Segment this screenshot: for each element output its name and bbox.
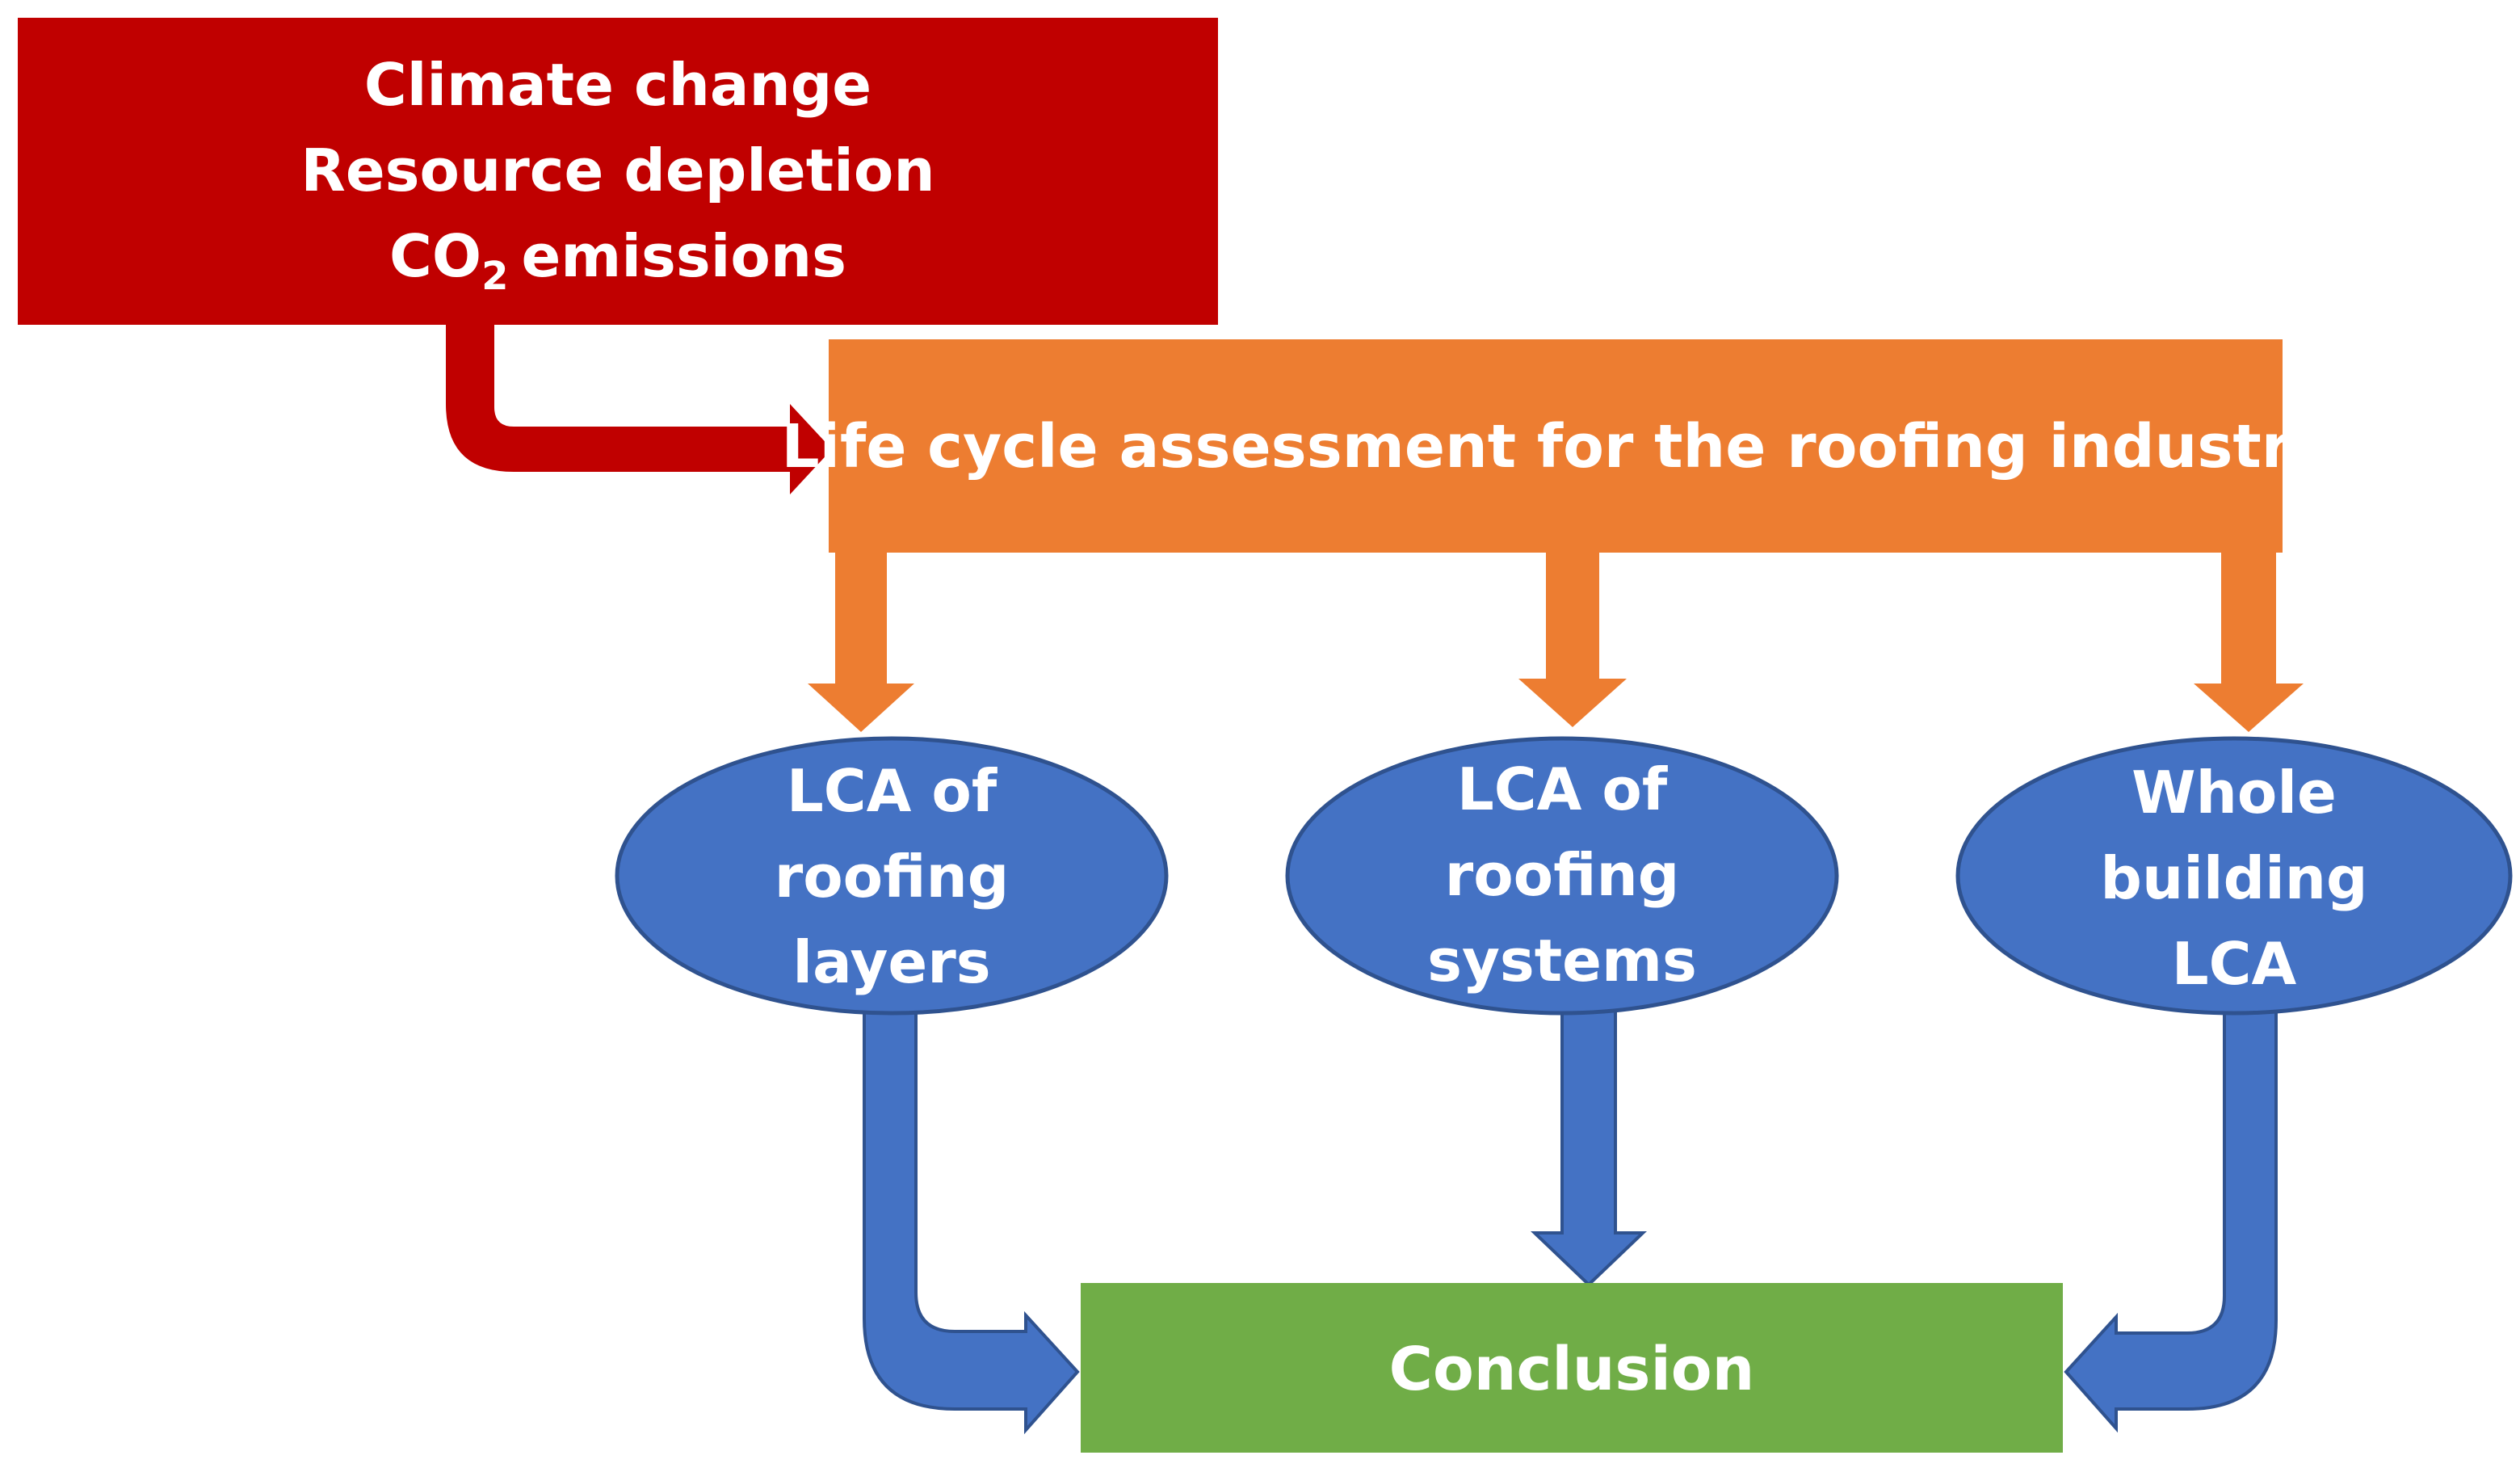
whole-building-line-2: building xyxy=(2100,844,2367,912)
conclusion-box xyxy=(1081,1283,2063,1453)
drivers-box xyxy=(18,18,1218,325)
layers-line-3: layers xyxy=(792,928,990,996)
systems-ellipse xyxy=(1285,736,1839,1016)
drivers-line-co2: CO2 emissions xyxy=(389,222,846,299)
layers-ellipse xyxy=(615,736,1169,1016)
co2-base: CO xyxy=(389,222,481,290)
lca-roofing-label: Life cycle assessment for the roofing in… xyxy=(782,412,2330,482)
co2-emissions: emissions xyxy=(521,222,846,290)
whole-building-line-3: LCA xyxy=(2172,930,2297,998)
whole-building-ellipse xyxy=(1955,736,2513,1016)
drivers-to-lca-arrow xyxy=(446,325,832,494)
systems-to-conclusion-arrow xyxy=(1531,1008,1647,1287)
conclusion-label: Conclusion xyxy=(1389,1335,1755,1404)
whole-building-line-1: Whole xyxy=(2132,759,2337,827)
lca-to-systems-arrow xyxy=(1518,553,1627,727)
whole-building-to-conclusion-arrow xyxy=(2064,1008,2278,1433)
drivers-line-resource: Resource depletion xyxy=(300,137,934,204)
layers-line-2: roofing xyxy=(775,843,1010,911)
systems-line-2: roofing xyxy=(1445,841,1680,909)
lca-roofing-box xyxy=(829,339,2283,553)
drivers-line-climate: Climate change xyxy=(364,51,872,119)
layers-to-conclusion-arrow xyxy=(863,1008,1080,1435)
lca-to-whole-building-arrow xyxy=(2194,553,2304,732)
co2-subscript: 2 xyxy=(481,254,508,299)
systems-line-1: LCA of xyxy=(1457,755,1668,823)
systems-line-3: systems xyxy=(1427,927,1697,995)
lca-to-layers-arrow xyxy=(808,553,914,732)
layers-line-1: LCA of xyxy=(787,757,998,825)
